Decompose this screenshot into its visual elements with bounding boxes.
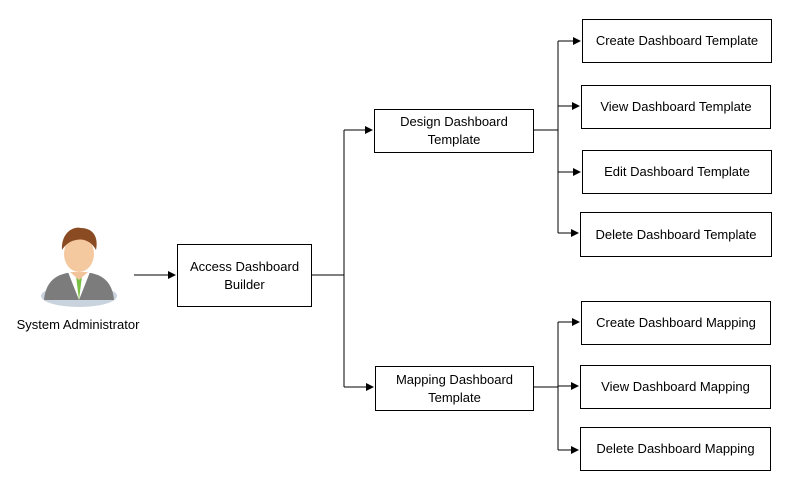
node-label: Create Dashboard Mapping <box>596 315 756 330</box>
node-label: View Dashboard Mapping <box>601 379 750 394</box>
node-delete-dashboard-template: Delete Dashboard Template <box>580 212 772 257</box>
node-label: Design Dashboard Template <box>400 114 508 147</box>
node-view-dashboard-template: View Dashboard Template <box>581 85 771 129</box>
node-mapping-dashboard-template: Mapping Dashboard Template <box>375 366 534 411</box>
node-view-dashboard-mapping: View Dashboard Mapping <box>580 365 771 409</box>
user-icon <box>34 216 124 308</box>
node-label: Delete Dashboard Template <box>595 226 757 242</box>
node-label: Create Dashboard Template <box>595 33 759 48</box>
node-create-dashboard-template: Create Dashboard Template <box>582 19 772 63</box>
node-access-dashboard-builder: Access Dashboard Builder <box>177 244 312 307</box>
node-label: View Dashboard Template <box>600 99 752 114</box>
node-design-dashboard-template: Design Dashboard Template <box>374 109 534 153</box>
actor-label: System Administrator <box>16 317 140 332</box>
node-label: Delete Dashboard Mapping <box>596 441 755 456</box>
node-create-dashboard-mapping: Create Dashboard Mapping <box>581 301 771 345</box>
node-edit-dashboard-template: Edit Dashboard Template <box>582 150 772 194</box>
node-label: Edit Dashboard Template <box>604 164 750 179</box>
node-label: Mapping Dashboard Template <box>395 371 514 405</box>
node-delete-dashboard-mapping: Delete Dashboard Mapping <box>580 427 771 471</box>
node-label: Access Dashboard Builder <box>189 258 300 292</box>
